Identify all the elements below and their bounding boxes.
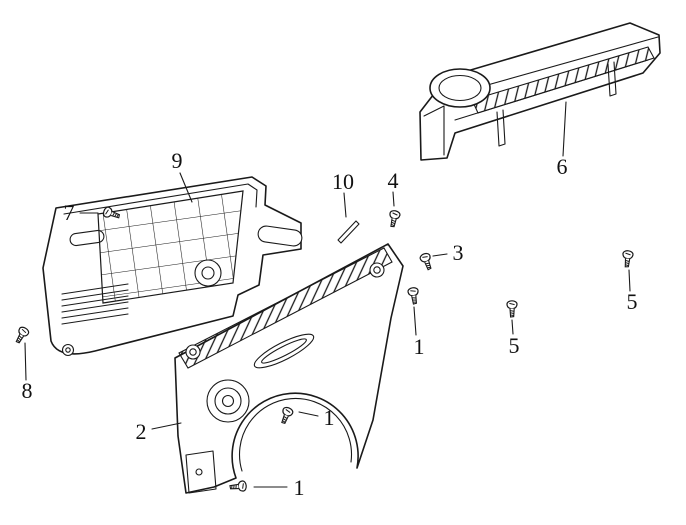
callout-8: 8 <box>22 378 33 403</box>
cover-hatched-band <box>178 247 393 369</box>
panel-corner-hole-inner <box>65 347 71 353</box>
leader-5-mid <box>511 319 514 335</box>
callout-6: 6 <box>557 154 568 179</box>
callout-3: 3 <box>453 240 464 265</box>
leader-lines <box>24 101 631 488</box>
screw-1-bottom <box>229 480 248 493</box>
screw-3 <box>418 251 435 272</box>
leader-8 <box>24 342 27 381</box>
cover-foot-hole <box>195 468 203 476</box>
screw-8 <box>12 325 31 346</box>
cover-grommet-inner <box>221 394 235 408</box>
cover-ear-left-outer <box>185 344 201 360</box>
panel-handle-slot <box>69 229 105 247</box>
callout-1-bottom: 1 <box>294 475 305 500</box>
panel-corner-hole-outer <box>61 343 75 357</box>
cover-ear-right-inner <box>373 266 381 274</box>
filler-opening-inner <box>438 74 482 102</box>
leader-9 <box>179 172 193 203</box>
panel-vent-slats <box>61 283 129 325</box>
panel-boss-outer <box>194 259 222 287</box>
screw-5-right <box>621 249 634 269</box>
cover-ear-left-inner <box>189 348 197 356</box>
cover-grommet-mid <box>214 387 242 415</box>
cover-slot-outer <box>253 333 315 369</box>
leader-1-upper <box>413 306 417 336</box>
callout-5-mid: 5 <box>509 333 520 358</box>
leader-2 <box>151 422 182 430</box>
cover-ear-right-outer <box>369 262 385 278</box>
callout-1-upper: 1 <box>414 334 425 359</box>
part-9-side-panel <box>42 176 303 357</box>
callout-4: 4 <box>388 168 399 193</box>
cover-foot-tab <box>185 450 217 494</box>
callout-10: 10 <box>332 169 354 194</box>
panel-bracket-slot <box>257 225 303 247</box>
part-6-top-cover <box>419 22 661 161</box>
leader-10 <box>343 192 347 218</box>
leader-5-right <box>628 269 631 292</box>
part-2-lower-cover <box>174 243 404 494</box>
callout-2: 2 <box>136 419 147 444</box>
cover-pin-right <box>607 61 617 97</box>
filler-opening-outer <box>429 68 491 108</box>
cover-pin-left <box>496 109 506 147</box>
screw-1-upper <box>407 286 421 306</box>
screw-5-mid <box>506 300 518 318</box>
callout-7: 7 <box>64 200 75 225</box>
leader-3 <box>432 253 448 257</box>
leader-4 <box>392 191 395 207</box>
screw-4 <box>386 209 402 229</box>
cover-grommet-outer <box>206 379 250 423</box>
callout-labels: 9 7 10 4 3 6 5 5 1 8 2 1 1 <box>22 148 638 500</box>
callout-5-right: 5 <box>627 289 638 314</box>
callout-1-mid: 1 <box>324 405 335 430</box>
screw-1-mid <box>277 405 295 426</box>
part-10-pin <box>337 220 360 244</box>
panel-boss-inner <box>201 266 215 280</box>
callout-9: 9 <box>172 148 183 173</box>
leader-1-mid <box>298 411 319 417</box>
cover-slot-inner <box>261 338 307 364</box>
leader-6 <box>562 101 567 157</box>
